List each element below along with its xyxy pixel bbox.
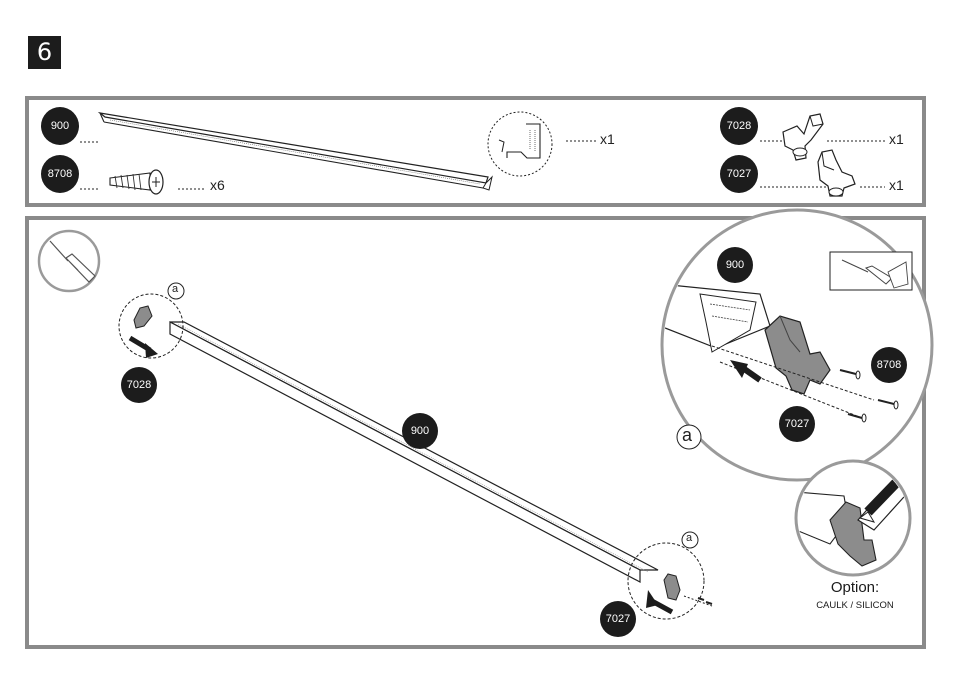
parts-panel xyxy=(25,96,926,207)
part-badge-7028: 7028 xyxy=(720,107,758,145)
part-badge-900: 900 xyxy=(41,107,79,145)
main-rail xyxy=(169,321,659,583)
option-title: Option: xyxy=(830,579,880,596)
qty-7027: x1 xyxy=(889,177,904,193)
part-badge-8708: 8708 xyxy=(41,155,79,193)
detail-marker-left: a xyxy=(172,283,179,295)
option-subtitle: CAULK / SILICON xyxy=(816,600,894,611)
end-cap-7028-illustration xyxy=(782,113,824,161)
detail-marker-right: a xyxy=(686,532,693,544)
badge-8708-detail: 8708 xyxy=(871,347,907,383)
qty-8708: x6 xyxy=(210,177,225,193)
detail-marker-big: a xyxy=(682,425,693,445)
end-cap-7027-illustration xyxy=(817,149,856,197)
qty-7028: x1 xyxy=(889,131,904,147)
right-end-detail xyxy=(627,542,713,620)
qty-900: x1 xyxy=(600,131,615,147)
part-badge-7027: 7027 xyxy=(720,155,758,193)
badge-7027-main: 7027 xyxy=(600,601,636,637)
badge-7027-detail: 7027 xyxy=(779,406,815,442)
rail-profile-detail xyxy=(487,111,553,177)
screwdriver-hand-icon xyxy=(829,251,913,291)
screwdriver-icon xyxy=(37,229,101,293)
left-end-detail xyxy=(118,293,184,359)
step-number: 6 xyxy=(28,36,61,69)
rail-900-illustration xyxy=(97,112,493,191)
screw-8708-illustration xyxy=(109,169,164,195)
caulk-gun-icon xyxy=(794,459,912,577)
badge-900-main: 900 xyxy=(402,413,438,449)
badge-7028-main: 7028 xyxy=(121,367,157,403)
badge-900-detail: 900 xyxy=(717,247,753,283)
